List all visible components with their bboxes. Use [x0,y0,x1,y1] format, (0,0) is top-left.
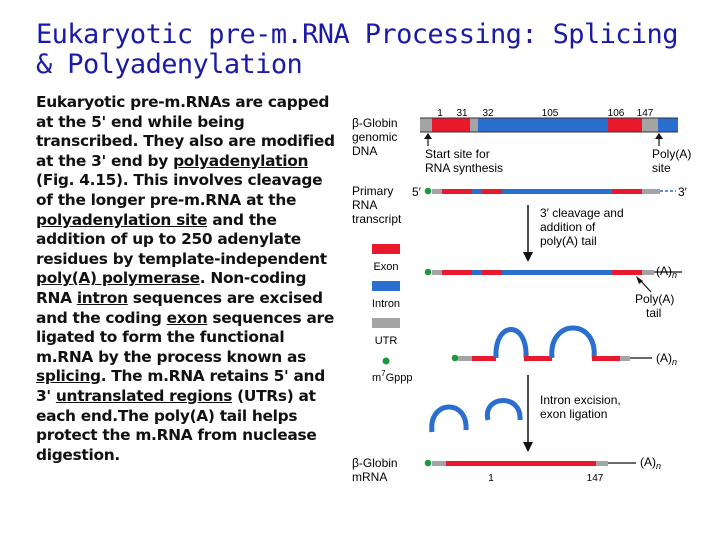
underlined-term: untranslated regions [55,386,233,405]
svg-text:β-Globin: β-Globin [352,456,398,470]
legend-intron-swatch [372,281,400,291]
underlined-term: intron [76,288,128,307]
mrna-position-1-label: 1 [488,473,494,484]
position-32-label: 32 [482,108,494,119]
cleavage-arrow [523,205,533,262]
polya-site-label: Poly(A) site [652,147,691,175]
svg-text:3′ cleavage and: 3′ cleavage and [540,206,624,220]
position-1-label: 1 [437,108,443,119]
svg-text:Poly(A): Poly(A) [635,292,674,306]
primary-transcript-bar [424,187,676,195]
position-105-label: 105 [542,108,559,119]
underlined-term: polyadenylation [173,151,309,170]
polya-tail-an-label-1: (A)n [656,264,677,280]
lariat-transcript [451,325,652,362]
paragraph-segment: . Non-coding RNA [36,269,307,307]
svg-text:β-Globin: β-Globin [352,116,398,130]
paragraph-segment: . The m.RNA retains 5' and 3' [36,367,325,405]
cleavage-label: 3′ cleavage and addition of poly(A) tail [540,206,624,248]
five-prime-label: 5′ [412,185,422,199]
position-147-label: 147 [637,108,654,119]
svg-text:RNA synthesis: RNA synthesis [425,161,503,175]
svg-text:RNA: RNA [352,198,377,212]
polya-tail-label: Poly(A) tail [635,292,674,320]
paragraph-segment: and the addition of up to 250 adenylate … [36,210,327,268]
svg-text:poly(A) tail: poly(A) tail [540,234,597,248]
mature-mrna-bar [424,459,636,467]
svg-text:Intron excision,: Intron excision, [540,393,621,407]
start-site-label: Start site for RNA synthesis [425,147,503,175]
paragraph-segment: sequences are excised and the coding [36,288,323,327]
legend-utr-swatch [372,318,400,328]
position-106-label: 106 [608,108,625,119]
start-site-arrow [424,133,432,146]
excision-arrow [523,375,533,452]
svg-text:transcript: transcript [352,212,402,226]
paragraph-segment: (UTRs) at each end.The poly(A) tail help… [36,386,317,464]
mrna-position-147-label: 147 [587,473,604,484]
three-prime-label: 3′ [678,185,688,199]
genomic-dna-bar [420,117,678,133]
underlined-term: splicing [36,367,101,386]
legend-intron-label: Intron [372,298,400,310]
svg-text:Start site for: Start site for [425,147,490,161]
legend-exon-label: Exon [373,261,398,273]
underlined-term: poly(A) polymerase [36,269,200,288]
polya-tail-arrow [636,276,652,293]
svg-text:Poly(A): Poly(A) [652,147,691,161]
svg-text:mRNA: mRNA [352,470,387,484]
svg-text:Primary: Primary [352,184,393,198]
position-31-label: 31 [456,108,468,119]
excision-label: Intron excision, exon ligation [540,393,621,421]
primary-transcript-label: Primary RNA transcript [352,184,402,226]
svg-text:site: site [652,161,671,175]
legend-exon-swatch [372,244,400,254]
polya-site-arrow [655,133,663,146]
legend-utr-label: UTR [375,335,398,347]
polya-tail-an-label-3: (A)n [640,455,661,471]
underlined-term: polyadenylation site [36,210,208,229]
underlined-term: exon [166,308,208,327]
page-title: Eukaryotic pre-m.RNA Processing: Splicin… [36,19,678,80]
polyadenylated-transcript-bar [424,268,682,276]
paragraph-segment: Eukaryotic pre-m.RNAs are capped at the … [36,93,335,170]
legend-cap-label: m7Gppp [372,369,413,384]
mrna-label: β-Globin mRNA [352,456,398,484]
svg-text:tail: tail [646,306,661,320]
legend: Exon Intron UTR m7Gppp [372,244,413,384]
svg-text:exon ligation: exon ligation [540,407,607,421]
svg-text:genomic: genomic [352,130,397,144]
excised-introns [429,398,523,433]
legend-cap-swatch [382,357,390,365]
svg-text:DNA: DNA [352,144,377,158]
description-paragraph: Eukaryotic pre-m.RNAs are capped at the … [36,93,336,465]
genomic-dna-label: β-Globin genomic DNA [352,116,398,158]
paragraph-segment: sequences are ligated to form the functi… [36,308,334,366]
polya-tail-an-label-2: (A)n [656,351,677,367]
svg-text:addition of: addition of [540,220,596,234]
paragraph-segment: (Fig. 4.15). This involves cleavage of t… [36,171,323,209]
